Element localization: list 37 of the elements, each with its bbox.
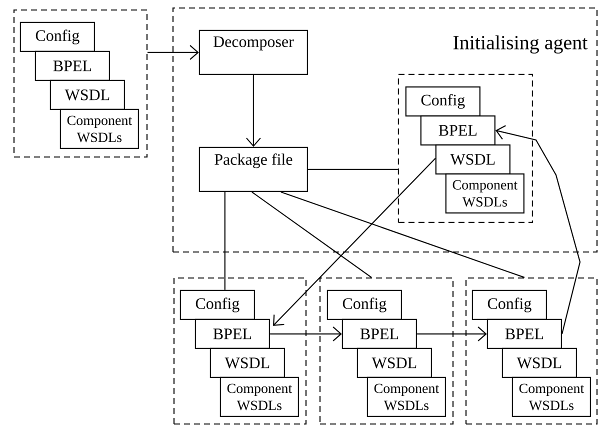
file-box: Config [326, 290, 402, 320]
file-box: Config [180, 290, 255, 320]
process-box: Package file [198, 146, 308, 192]
arrow [495, 125, 581, 334]
file-box: Component WSDLs [366, 376, 446, 417]
connector-line [224, 192, 226, 290]
group-frame [13, 9, 148, 158]
file-box: WSDL [210, 348, 285, 378]
file-box: Component WSDLs [512, 376, 591, 417]
arrow [417, 326, 487, 342]
file-box: Config [405, 86, 480, 116]
file-box: BPEL [486, 318, 562, 349]
group-frame [173, 277, 307, 425]
connector-line [252, 192, 372, 278]
process-box: Decomposer [198, 30, 308, 75]
file-box: WSDL [50, 80, 125, 110]
arrow [273, 158, 436, 326]
file-box: Config [472, 290, 547, 320]
file-box: BPEL [34, 50, 110, 81]
arrow [270, 326, 342, 342]
file-box: Component WSDLs [445, 173, 524, 214]
file-box: WSDL [356, 348, 432, 378]
group-frame [319, 277, 454, 425]
file-box: Component WSDLs [60, 108, 139, 149]
connector-line [308, 168, 398, 170]
file-box: WSDL [502, 348, 577, 378]
arrow [246, 75, 261, 147]
file-box: BPEL [420, 115, 496, 146]
file-box: BPEL [194, 318, 270, 349]
connector-line [280, 191, 525, 278]
file-box: BPEL [342, 318, 417, 349]
file-box: Config [20, 22, 95, 52]
group-frame [465, 277, 598, 425]
group-frame [398, 74, 533, 223]
arrow [148, 45, 199, 60]
file-box: WSDL [435, 144, 510, 174]
file-box: Component WSDLs [220, 376, 299, 417]
